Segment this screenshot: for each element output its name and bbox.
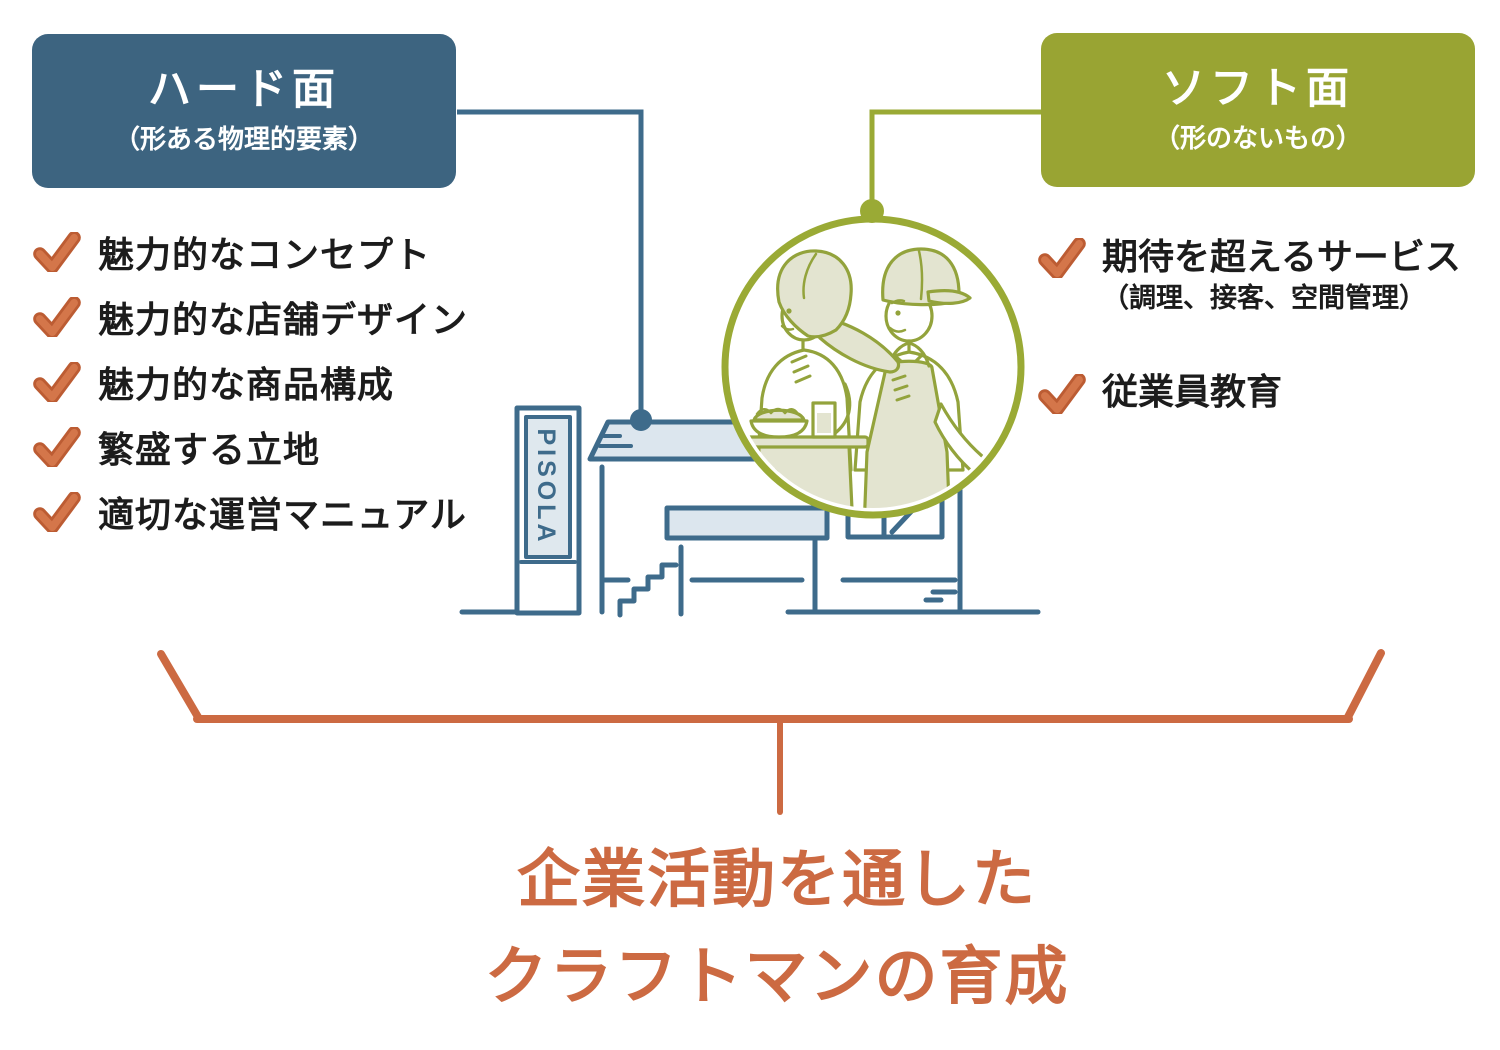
soft-checklist-item: 従業員教育	[1038, 369, 1461, 415]
staff-woman	[735, 249, 901, 508]
soft-box: ソフト面 （形のないもの）	[1041, 33, 1475, 187]
soft-checklist: 期待を超えるサービス （調理、接客、空間管理） 従業員教育	[1038, 234, 1461, 415]
hard-connector-dot	[630, 409, 652, 431]
check-icon	[1038, 374, 1086, 414]
conclusion-title: 企業活動を通した クラフトマンの育成	[485, 832, 1070, 1026]
check-icon	[33, 296, 81, 337]
hard-item-label: 魅力的な店舗デザイン	[98, 298, 469, 340]
soft-box-subtitle: （形のないもの）	[1153, 122, 1362, 153]
summary-bracket	[157, 649, 1385, 815]
hard-checklist-item: 魅力的な商品構成	[33, 349, 468, 414]
soft-item-label: 期待を超えるサービス	[1102, 236, 1461, 277]
hard-checklist-item: 魅力的なコンセプト	[33, 219, 468, 284]
check-icon	[33, 426, 81, 467]
check-icon	[33, 361, 81, 402]
hard-item-label: 魅力的な商品構成	[98, 363, 395, 405]
check-icon	[1038, 238, 1086, 278]
check-icon	[33, 231, 81, 272]
hard-checklist: 魅力的なコンセプト 魅力的な店舗デザイン 魅力的な商品構成 繁盛する立地 適切な…	[33, 219, 468, 544]
soft-box-title: ソフト面	[1162, 65, 1354, 114]
hard-item-label: 魅力的なコンセプト	[98, 233, 432, 275]
soft-connector-dot	[860, 199, 884, 223]
pisola-sign-text: PISOLA	[532, 428, 560, 545]
soft-item-label: 従業員教育	[1102, 371, 1283, 412]
soft-item-note: （調理、接客、空間管理）	[1102, 283, 1426, 313]
hard-item-label: 繁盛する立地	[98, 428, 321, 470]
hard-connector	[457, 109, 652, 431]
soft-connector	[860, 109, 1046, 223]
soft-checklist-item: 期待を超えるサービス （調理、接客、空間管理）	[1038, 234, 1461, 317]
conclusion-line2: クラフトマンの育成	[484, 942, 1070, 1012]
hard-box-subtitle: （形ある物理的要素）	[113, 123, 374, 154]
hard-item-label: 適切な運営マニュアル	[98, 493, 467, 535]
hard-box-title: ハード面	[148, 66, 340, 115]
check-icon	[33, 491, 81, 532]
hard-checklist-item: 繁盛する立地	[33, 414, 468, 479]
hard-checklist-item: 魅力的な店舗デザイン	[33, 284, 468, 349]
hard-checklist-item: 適切な運営マニュアル	[33, 479, 468, 544]
hard-box: ハード面 （形ある物理的要素）	[32, 34, 456, 188]
conclusion-line1: 企業活動を通した	[517, 845, 1037, 915]
